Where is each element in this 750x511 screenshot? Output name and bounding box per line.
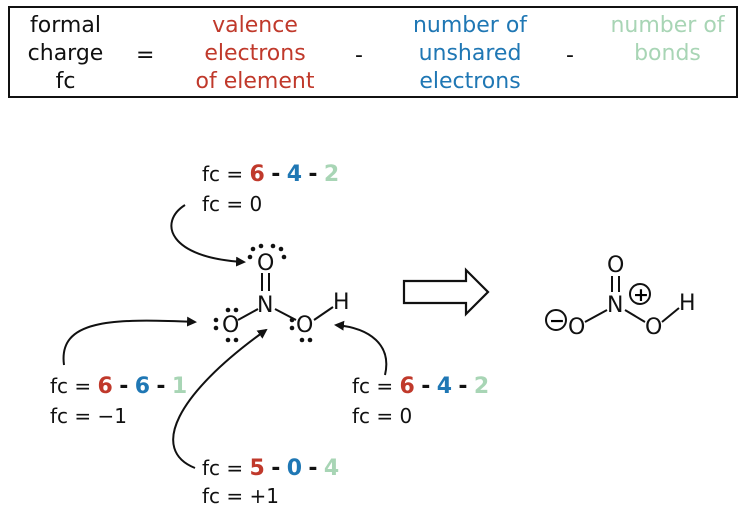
minus-sign-1: - [355, 43, 363, 68]
n-o-left-bond [237, 308, 259, 321]
negative-charge-icon [545, 309, 567, 331]
calc-unshared: 4 [436, 374, 452, 399]
unshared-electrons-term: number of unshared electrons [390, 12, 550, 96]
lewis-structure: O N O O H [62, 204, 388, 469]
lhs-line-3: fc [55, 69, 76, 94]
calc-prefix: fc = [202, 456, 244, 480]
calc-valence: 6 [249, 162, 265, 187]
calc-dash: - [271, 162, 281, 187]
lone-pairs-left-oxygen [213, 307, 239, 343]
calc-dash: - [119, 374, 129, 399]
lone-pairs-top-oxygen [247, 243, 287, 260]
lhs-line-2: charge [27, 41, 104, 66]
calc-valence: 6 [399, 374, 415, 399]
arrow-to-top-oxygen [170, 204, 246, 267]
positive-charge-icon [629, 283, 651, 305]
calc-dash: - [156, 374, 166, 399]
calc-prefix: fc = [202, 162, 244, 186]
calc-dash: - [308, 456, 318, 481]
central-nitrogen: N [257, 293, 273, 318]
calc-dash: - [308, 162, 318, 187]
valence-line-3: of element [195, 69, 315, 94]
formal-charge-term: formal charge fc [18, 12, 113, 96]
o-h-bond [313, 306, 334, 321]
result-nitrogen: fc = +1 [202, 484, 279, 508]
right-oxygen-right: O [645, 315, 662, 340]
nitrogen-right: N [607, 293, 623, 318]
n-o-right-bond-right [624, 309, 646, 323]
result-right-oxygen: fc = 0 [352, 404, 413, 428]
calc-bonds: 4 [323, 456, 340, 481]
calc-bonds: 2 [323, 162, 340, 187]
valence-line-1: valence [212, 13, 298, 38]
calc-dash: - [421, 374, 431, 399]
valence-line-2: electrons [204, 41, 306, 66]
result-top-oxygen: fc = 0 [202, 192, 263, 216]
calc-nitrogen: fc = 5 - 0 - 4 [202, 454, 339, 483]
left-oxygen: O [222, 313, 239, 338]
minus-sign-2: - [566, 43, 574, 68]
reaction-arrow-icon [402, 267, 490, 317]
calc-right-oxygen: fc = 6 - 4 - 2 [352, 372, 489, 401]
negative-charge-sign: − [549, 310, 565, 332]
left-oxygen-right: O [568, 315, 585, 340]
formal-charge-formula-box: formal charge fc = valence electrons of … [8, 6, 738, 98]
calc-unshared: 0 [286, 456, 302, 481]
arrow-to-left-oxygen [62, 316, 197, 366]
right-oxygen: O [296, 313, 313, 338]
calc-bonds: 2 [473, 374, 490, 399]
calc-prefix: fc = [50, 374, 92, 398]
unshared-line-1: number of [412, 13, 528, 38]
lhs-line-1: formal [30, 13, 101, 38]
calc-left-oxygen: fc = 6 - 6 - 1 [50, 372, 187, 401]
bonds-line-2: bonds [634, 41, 701, 66]
unshared-line-2: unshared [418, 41, 522, 66]
bonds-line-1: number of [610, 13, 725, 38]
calc-valence: 5 [249, 456, 265, 481]
bonds-term: number of bonds [600, 12, 735, 68]
calc-dash: - [458, 374, 468, 399]
calc-dash: - [271, 456, 281, 481]
positive-charge-sign: + [633, 284, 649, 306]
arrow-to-nitrogen [172, 328, 268, 469]
result-left-oxygen: fc = −1 [50, 404, 127, 428]
calc-top-oxygen: fc = 6 - 4 - 2 [202, 160, 339, 189]
hydrogen-right: H [679, 291, 696, 316]
n-o-left-bond-right [584, 309, 608, 323]
unshared-line-3: electrons [419, 69, 521, 94]
calc-unshared: 4 [286, 162, 302, 187]
calc-valence: 6 [97, 374, 113, 399]
calc-prefix: fc = [352, 374, 394, 398]
equals-sign: = [136, 43, 155, 68]
calc-unshared: 6 [134, 374, 150, 399]
o-h-bond-right [661, 307, 680, 323]
calc-bonds: 1 [171, 374, 188, 399]
arrow-to-right-oxygen [334, 320, 388, 376]
valence-electrons-term: valence electrons of element [170, 12, 340, 96]
top-oxygen-right: O [607, 253, 624, 278]
lone-pairs-right-oxygen [289, 317, 313, 343]
hydrogen: H [333, 290, 350, 315]
top-oxygen: O [257, 251, 274, 276]
charged-structure: O N O O H + − [545, 253, 696, 340]
